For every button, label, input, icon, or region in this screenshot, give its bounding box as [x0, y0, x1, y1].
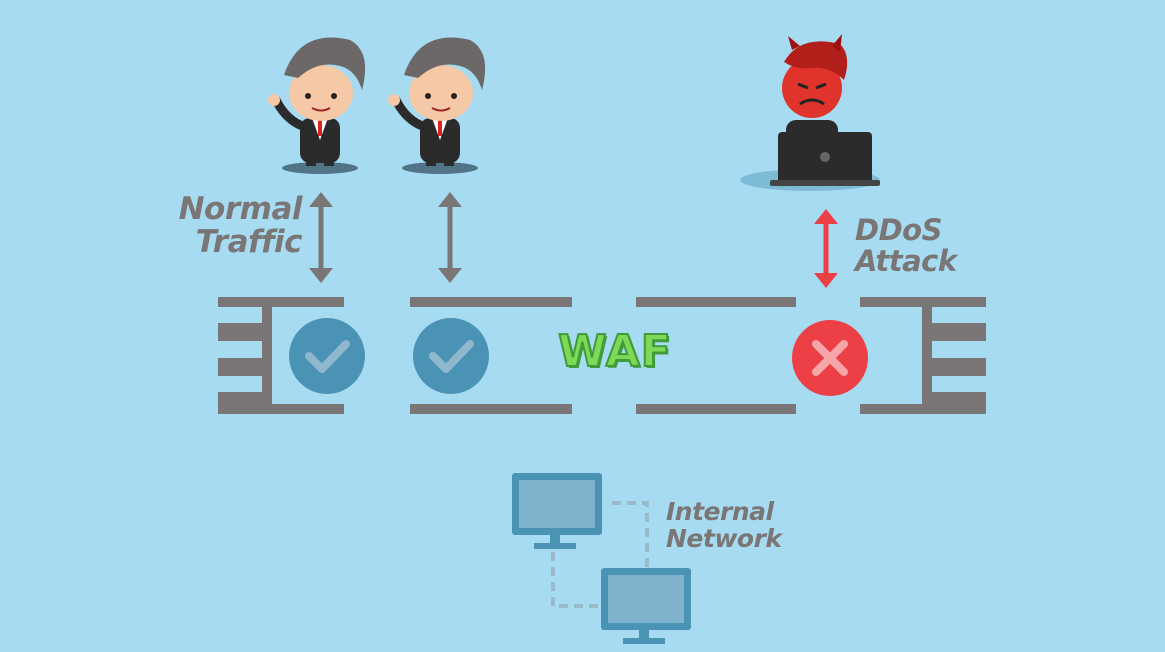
normal-traffic-line-2: Traffic	[170, 226, 302, 259]
monitor-icon-1	[512, 473, 602, 549]
normal-traffic-line-1: Normal	[170, 193, 302, 226]
internal-network-label: Internal Network	[666, 498, 806, 552]
monitor-icon-2	[601, 568, 691, 644]
ddos-attack-label: DDoS Attack	[855, 215, 975, 278]
user-1-icon	[268, 38, 365, 174]
block-cross-icon	[792, 320, 868, 396]
normal-traffic-arrow-2	[438, 192, 462, 283]
attacker-icon	[740, 34, 880, 191]
internal-network-line-1: Internal	[666, 498, 806, 525]
waf-label: WAF	[553, 326, 677, 377]
ddos-attack-line-2: Attack	[855, 246, 975, 277]
normal-traffic-arrow-1	[309, 192, 333, 283]
waf-right-wall	[860, 297, 986, 414]
allow-checkmark-icon-2	[413, 318, 489, 394]
ddos-attack-arrow	[814, 209, 838, 288]
allow-checkmark-icon-1	[289, 318, 365, 394]
normal-traffic-label: Normal Traffic	[170, 193, 302, 260]
internal-network-line-2: Network	[666, 525, 806, 552]
user-2-icon	[388, 38, 485, 174]
ddos-attack-line-1: DDoS	[855, 215, 975, 246]
